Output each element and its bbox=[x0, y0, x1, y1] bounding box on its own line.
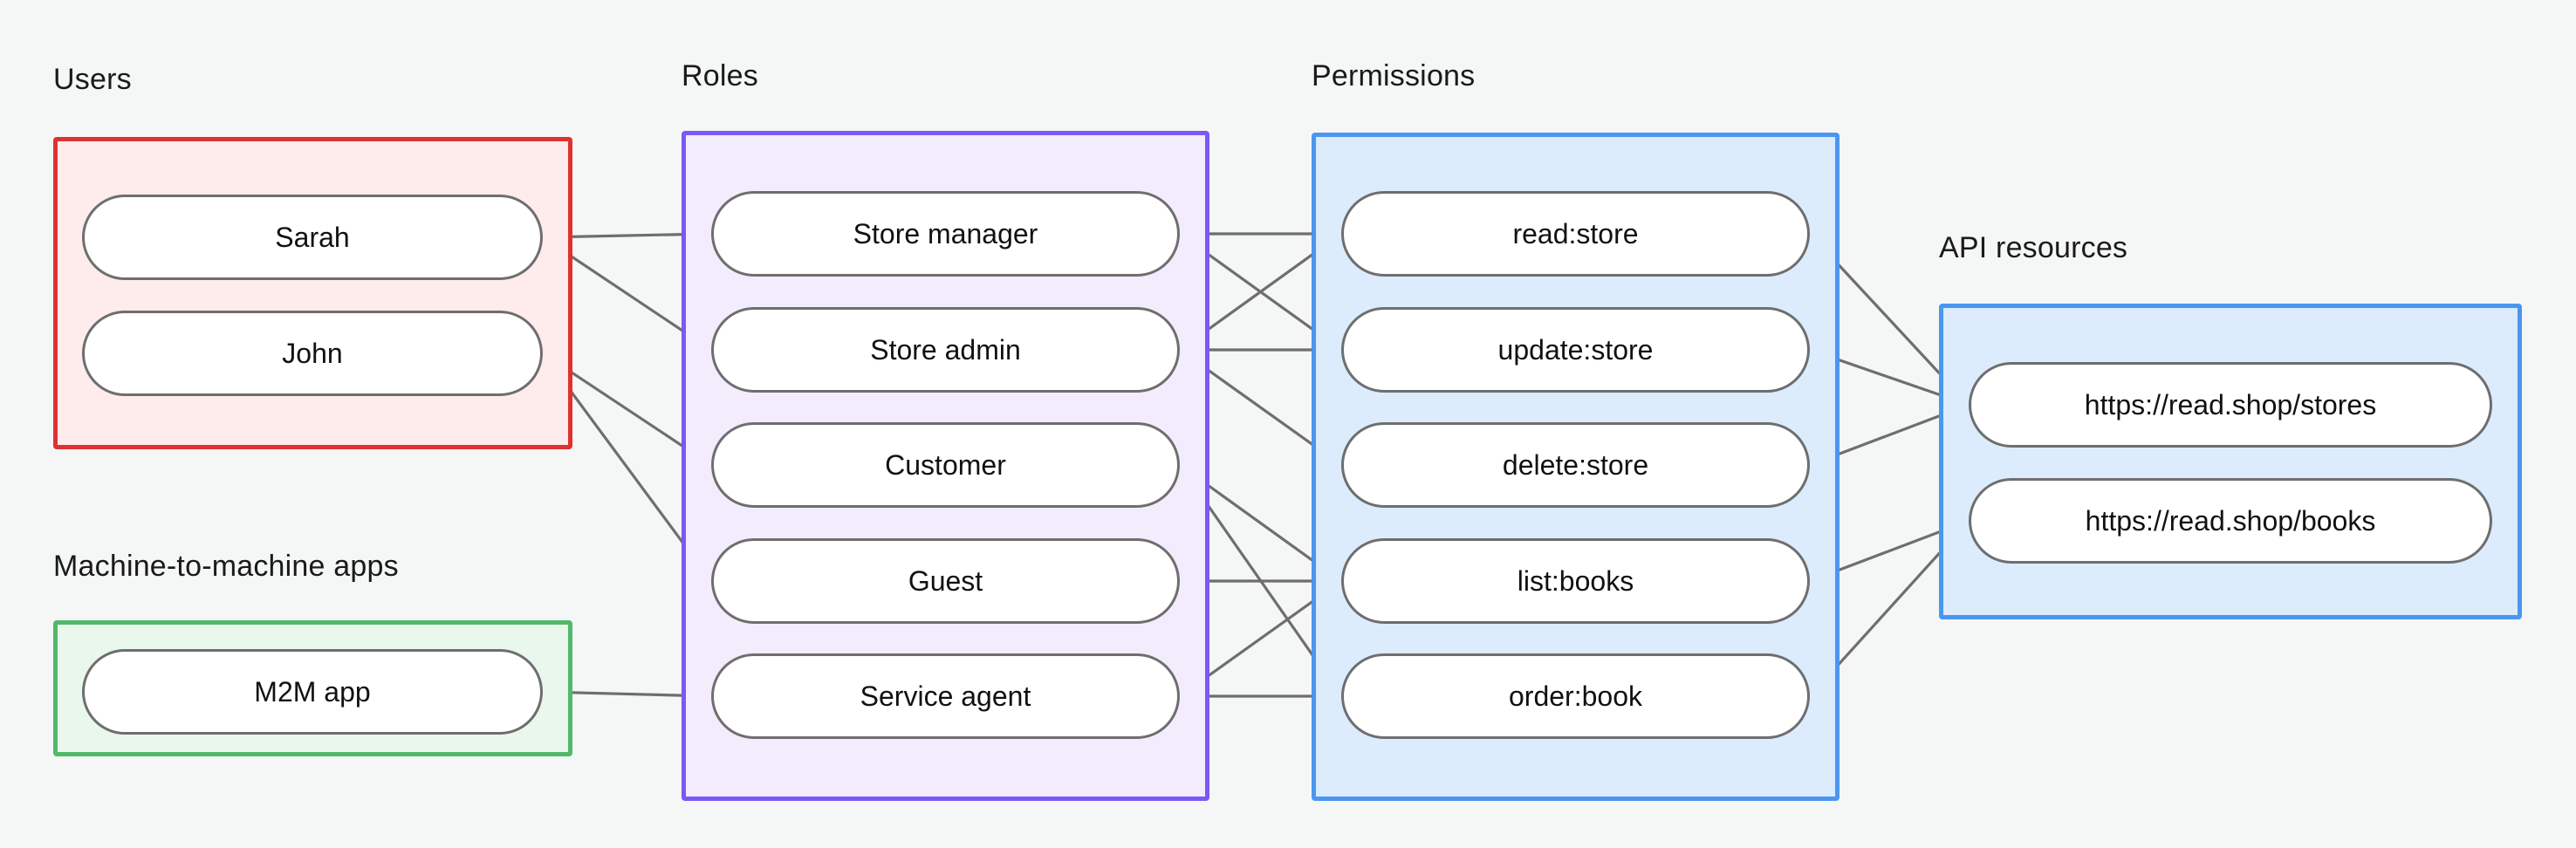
node-john[interactable]: John bbox=[82, 311, 543, 396]
group-box-users bbox=[53, 137, 572, 449]
node-label-m2mapp: M2M app bbox=[254, 675, 371, 708]
node-label-res-stores: https://read.shop/stores bbox=[2084, 388, 2377, 421]
node-update-store[interactable]: update:store bbox=[1341, 307, 1810, 393]
node-label-customer: Customer bbox=[885, 448, 1006, 481]
node-list-books[interactable]: list:books bbox=[1341, 538, 1810, 624]
node-store-manager[interactable]: Store manager bbox=[711, 191, 1180, 277]
node-label-update-store: update:store bbox=[1497, 333, 1654, 366]
node-label-delete-store: delete:store bbox=[1502, 448, 1649, 481]
node-m2mapp[interactable]: M2M app bbox=[82, 649, 543, 735]
node-res-stores[interactable]: https://read.shop/stores bbox=[1969, 362, 2492, 448]
node-customer[interactable]: Customer bbox=[711, 422, 1180, 508]
node-sarah[interactable]: Sarah bbox=[82, 195, 543, 280]
node-service-agent[interactable]: Service agent bbox=[711, 653, 1180, 739]
node-label-list-books: list:books bbox=[1517, 564, 1634, 597]
node-res-books[interactable]: https://read.shop/books bbox=[1969, 478, 2492, 564]
node-label-store-manager: Store manager bbox=[853, 217, 1038, 250]
node-read-store[interactable]: read:store bbox=[1341, 191, 1810, 277]
node-store-admin[interactable]: Store admin bbox=[711, 307, 1180, 393]
node-label-res-books: https://read.shop/books bbox=[2085, 504, 2376, 537]
node-label-store-admin: Store admin bbox=[870, 333, 1021, 366]
node-label-sarah: Sarah bbox=[275, 221, 350, 253]
node-label-john: John bbox=[282, 337, 343, 369]
node-label-service-agent: Service agent bbox=[860, 680, 1031, 712]
group-box-api-resources bbox=[1939, 304, 2522, 619]
group-label-users: Users bbox=[53, 63, 132, 96]
node-guest[interactable]: Guest bbox=[711, 538, 1180, 624]
group-label-roles: Roles bbox=[682, 59, 758, 92]
node-delete-store[interactable]: delete:store bbox=[1341, 422, 1810, 508]
node-label-order-book: order:book bbox=[1509, 680, 1642, 712]
group-label-m2m: Machine-to-machine apps bbox=[53, 550, 399, 583]
node-label-read-store: read:store bbox=[1512, 217, 1639, 250]
group-label-permissions: Permissions bbox=[1312, 59, 1476, 92]
node-label-guest: Guest bbox=[908, 564, 983, 597]
node-order-book[interactable]: order:book bbox=[1341, 653, 1810, 739]
group-label-api-resources: API resources bbox=[1939, 231, 2128, 264]
